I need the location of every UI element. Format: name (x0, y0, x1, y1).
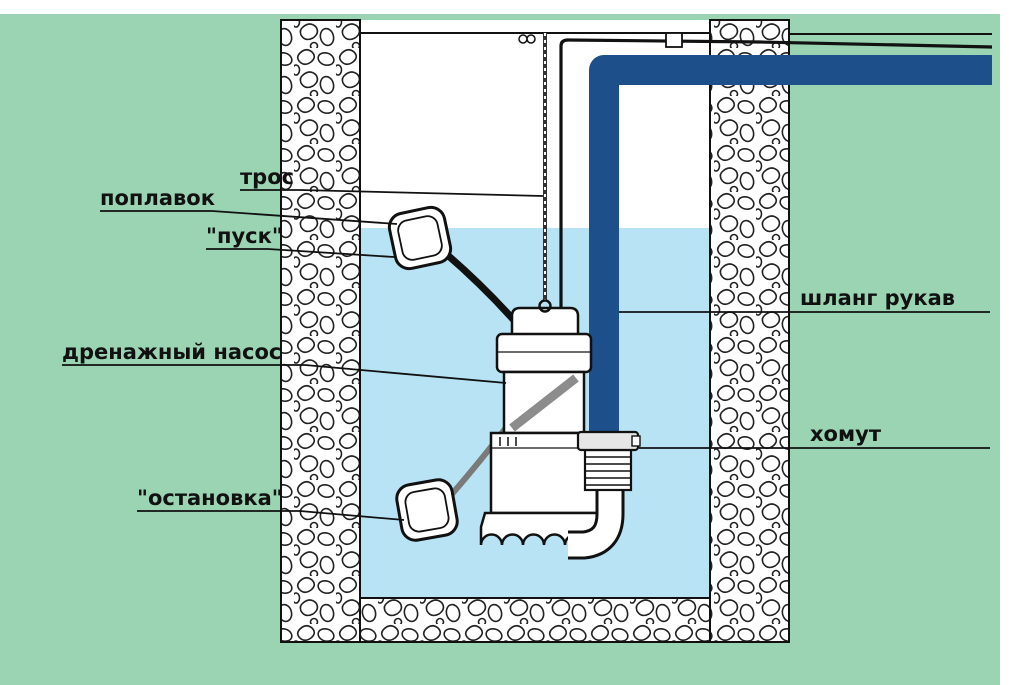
leader-start (206, 248, 395, 258)
cable-connector (665, 32, 683, 48)
label-hose: шланг рукав (800, 286, 955, 310)
label-clamp: хомут (810, 422, 882, 446)
leader-pump (62, 364, 507, 384)
rope-hook-icon (538, 299, 552, 313)
leader-rope (240, 189, 544, 197)
lifting-rope (518, 33, 547, 302)
float-switch-stop (395, 478, 459, 542)
label-pump: дренажный насос (62, 340, 281, 364)
label-float: поплавок (100, 186, 215, 210)
leader-lines (62, 189, 990, 521)
rope-knot-icon (526, 34, 536, 44)
leader-stop (137, 510, 405, 521)
float-switch-start (387, 205, 453, 271)
outlet-coupler (583, 448, 633, 492)
pump-cap (495, 332, 593, 374)
stone-floor (359, 597, 711, 643)
outlet-assembly (568, 430, 641, 560)
leader-float (100, 210, 398, 225)
pump-handle (510, 306, 580, 334)
stone-wall-left (280, 19, 361, 643)
label-start: "пуск" (206, 224, 283, 248)
label-stop: "остановка" (137, 486, 283, 510)
labels: трос поплавок "пуск" дренажный насос "ос… (62, 165, 955, 510)
power-cable (559, 32, 993, 336)
pump-shading (509, 374, 579, 432)
label-rope: трос (240, 165, 294, 189)
hose-clamp (576, 430, 641, 452)
stone-wall-right (709, 19, 790, 643)
discharge-hose (589, 55, 992, 446)
